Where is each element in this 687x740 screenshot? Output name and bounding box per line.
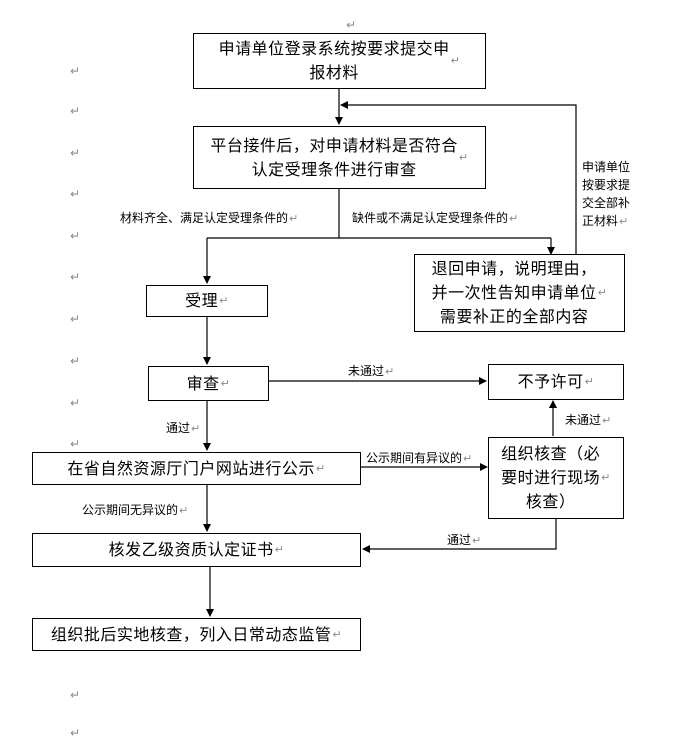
paragraph-mark: ↵ — [463, 452, 473, 465]
paragraph-mark: ↵ — [70, 146, 81, 160]
paragraph-mark: ↵ — [70, 64, 81, 78]
paragraph-mark: ↵ — [450, 54, 461, 67]
paragraph-mark: ↵ — [70, 187, 81, 201]
step-accept: 受理↵ — [146, 285, 268, 317]
label-missing-conditions-text: 缺件或不满足认定受理条件的 — [352, 211, 509, 225]
paragraph-mark: ↵ — [472, 534, 482, 547]
label-failed-check: 未通过↵ — [565, 412, 611, 429]
arrow-resubmit-loop — [340, 101, 577, 254]
paragraph-mark: ↵ — [219, 294, 229, 307]
paragraph-mark: ↵ — [346, 18, 357, 32]
label-resubmit: 申请单位 按要求提 交全部补 正材料↵ — [582, 140, 630, 231]
label-resubmit-text: 申请单位 按要求提 交全部补 正材料 — [582, 160, 631, 228]
paragraph-mark: ↵ — [385, 365, 395, 378]
paragraph-mark: ↵ — [70, 396, 81, 410]
label-passed-examine: 通过↵ — [166, 420, 200, 437]
paragraph-mark: ↵ — [458, 150, 469, 164]
label-failed-examine: 未通过↵ — [348, 363, 394, 380]
label-meets-conditions-text: 材料齐全、满足认定受理条件的 — [120, 211, 289, 225]
step-examine: 审查↵ — [148, 366, 269, 401]
paragraph-mark: ↵ — [70, 354, 81, 368]
paragraph-mark: ↵ — [191, 422, 201, 435]
step-not-approved: 不予许可↵ — [488, 364, 624, 400]
paragraph-mark: ↵ — [315, 461, 326, 475]
label-objection: 公示期间有异议的↵ — [366, 450, 472, 467]
step-return-application-text: 退回申请，说明理由， 并一次性告知申请单位 需要补正的全部内容 — [431, 259, 597, 326]
step-return-application: 退回申请，说明理由， 并一次性告知申请单位 需要补正的全部内容↵ — [414, 254, 625, 332]
label-passed-check: 通过↵ — [447, 532, 481, 549]
paragraph-mark: ↵ — [70, 104, 81, 118]
paragraph-mark: ↵ — [597, 286, 608, 299]
label-no-objection-text: 公示期间无异议的 — [82, 503, 179, 517]
paragraph-mark: ↵ — [289, 212, 299, 225]
paragraph-mark: ↵ — [584, 375, 595, 388]
paragraph-mark: ↵ — [220, 376, 231, 390]
paragraph-mark: ↵ — [70, 688, 81, 702]
step-review-materials: 平台接件后，对申请材料是否符合 认定受理条件进行审查↵ — [193, 126, 486, 189]
paragraph-mark: ↵ — [70, 229, 81, 243]
paragraph-mark: ↵ — [70, 437, 81, 451]
paragraph-mark: ↵ — [601, 471, 611, 484]
step-examine-text: 审查 — [186, 373, 220, 393]
label-failed-examine-text: 未通过 — [348, 364, 385, 378]
label-meets-conditions: 材料齐全、满足认定受理条件的↵ — [120, 210, 298, 227]
paragraph-mark: ↵ — [602, 414, 612, 427]
paragraph-mark: ↵ — [619, 215, 629, 228]
paragraph-mark: ↵ — [70, 312, 81, 326]
label-passed-check-text: 通过 — [447, 533, 472, 547]
step-organize-check: 组织核查（必 要时进行现场 核查）↵ — [488, 437, 624, 519]
step-publicize-text: 在省自然资源厅门户网站进行公示 — [67, 458, 315, 478]
paragraph-mark: ↵ — [70, 270, 81, 284]
step-issue-certificate-text: 核发乙级资质认定证书 — [108, 540, 274, 559]
step-post-approval: 组织批后实地核查，列入日常动态监管↵ — [32, 618, 361, 651]
step-accept-text: 受理 — [185, 291, 219, 310]
paragraph-mark: ↵ — [70, 726, 81, 740]
step-post-approval-text: 组织批后实地核查，列入日常动态监管 — [50, 624, 332, 644]
step-review-materials-text: 平台接件后，对申请材料是否符合 认定受理条件进行审查 — [210, 135, 458, 179]
label-no-objection: 公示期间无异议的↵ — [82, 502, 188, 519]
step-submit: 申请单位登录系统按要求提交申 报材料↵ — [193, 33, 486, 89]
step-submit-text: 申请单位登录系统按要求提交申 报材料 — [218, 39, 450, 82]
paragraph-mark: ↵ — [179, 504, 189, 517]
label-passed-examine-text: 通过 — [166, 421, 191, 435]
paragraph-mark: ↵ — [274, 543, 285, 556]
label-failed-check-text: 未通过 — [565, 413, 602, 427]
step-not-approved-text: 不予许可 — [517, 372, 584, 391]
arrow-check-to-certificate — [362, 519, 557, 553]
label-objection-text: 公示期间有异议的 — [366, 451, 463, 465]
paragraph-mark: ↵ — [332, 627, 343, 641]
paragraph-mark: ↵ — [509, 212, 519, 225]
step-issue-certificate: 核发乙级资质认定证书↵ — [32, 533, 361, 567]
step-publicize: 在省自然资源厅门户网站进行公示↵ — [32, 452, 361, 485]
step-organize-check-text: 组织核查（必 要时进行现场 核查） — [501, 444, 601, 511]
label-missing-conditions: 缺件或不满足认定受理条件的↵ — [352, 210, 518, 227]
